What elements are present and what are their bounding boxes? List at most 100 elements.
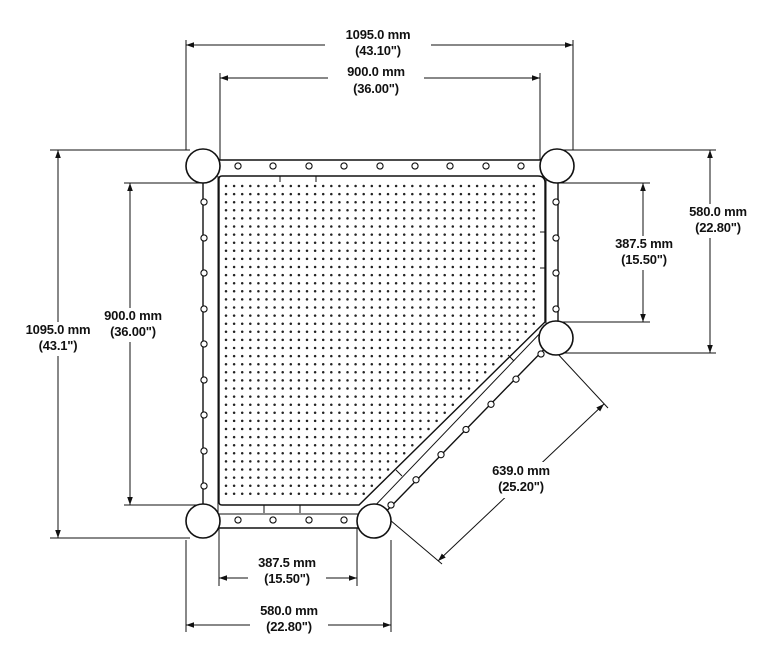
plate-hole	[257, 379, 260, 382]
plate-hole	[516, 265, 519, 269]
plate-hole	[354, 354, 357, 358]
plate-hole	[475, 192, 479, 196]
plate-hole	[249, 330, 252, 334]
plate-hole	[289, 484, 293, 487]
plate-hole	[273, 200, 276, 204]
plate-hole	[321, 395, 325, 398]
plate-hole	[516, 192, 519, 196]
plate-hole	[475, 281, 479, 285]
plate-hole	[273, 460, 276, 463]
plate-hole	[402, 379, 406, 382]
plate-hole	[297, 314, 301, 317]
plate-hole	[321, 322, 325, 325]
plate-hole	[232, 379, 236, 382]
plate-hole	[451, 314, 455, 317]
plate-hole	[362, 273, 365, 277]
plate-hole	[532, 192, 536, 196]
plate-hole	[297, 371, 301, 374]
plate-hole	[475, 217, 479, 220]
plate-hole	[362, 387, 365, 390]
plate-hole	[305, 403, 309, 406]
plate-hole	[273, 452, 276, 455]
plate-hole	[281, 217, 284, 220]
plate-hole	[305, 427, 309, 431]
plate-hole	[362, 265, 365, 269]
plate-hole	[402, 387, 406, 390]
plate-hole	[240, 290, 244, 293]
plate-hole	[475, 257, 479, 261]
plate-hole	[451, 354, 455, 358]
plate-hole	[305, 476, 309, 479]
plate-hole	[305, 411, 309, 415]
plate-hole	[232, 484, 236, 487]
plate-hole	[265, 411, 268, 415]
plate-hole	[508, 322, 511, 325]
plate-hole	[492, 217, 495, 220]
plate-hole	[289, 290, 293, 293]
plate-hole	[411, 306, 414, 309]
plate-hole	[386, 200, 390, 204]
plate-hole	[297, 338, 301, 342]
plate-hole	[378, 395, 382, 398]
plate-hole	[467, 257, 471, 261]
plate-hole	[249, 419, 252, 423]
plate-hole	[435, 387, 438, 390]
plate-hole	[321, 241, 325, 244]
plate-hole	[240, 322, 244, 325]
plate-hole	[427, 411, 430, 415]
plate-hole	[483, 217, 487, 220]
plate-hole	[532, 249, 536, 253]
plate-hole	[435, 322, 438, 325]
plate-hole	[402, 233, 406, 236]
plate-hole	[516, 330, 519, 334]
plate-hole	[249, 192, 252, 196]
plate-hole	[378, 371, 382, 374]
plate-hole	[362, 322, 365, 325]
plate-hole	[232, 371, 236, 374]
plate-hole	[249, 314, 252, 317]
plate-hole	[516, 217, 519, 220]
frame-hole	[411, 162, 419, 170]
plate-hole	[386, 435, 390, 439]
dim-top-inner-inch: (36.00")	[353, 81, 399, 96]
plate-hole	[330, 273, 333, 277]
plate-hole	[492, 192, 495, 196]
plate-hole	[313, 379, 317, 382]
plate-hole	[257, 209, 260, 212]
plate-hole	[459, 192, 463, 196]
plate-hole	[411, 443, 414, 447]
plate-hole	[370, 209, 374, 212]
plate-hole	[346, 354, 349, 358]
plate-hole	[427, 314, 430, 317]
plate-hole	[419, 249, 422, 253]
plate-hole	[443, 298, 446, 301]
plate-hole	[427, 200, 430, 204]
plate-hole	[249, 484, 252, 487]
plate-hole	[419, 298, 422, 301]
plate-hole	[281, 468, 284, 471]
plate-hole	[240, 298, 244, 301]
plate-hole	[419, 184, 422, 188]
plate-hole	[321, 306, 325, 309]
plate-hole	[289, 330, 293, 334]
plate-hole	[240, 435, 244, 439]
plate-hole	[338, 290, 341, 293]
plate-hole	[281, 362, 284, 366]
plate-hole	[467, 387, 471, 390]
plate-hole	[232, 281, 236, 285]
plate-hole	[289, 476, 293, 479]
frame-hole	[234, 516, 242, 524]
plate-hole	[249, 403, 252, 406]
plate-hole	[443, 338, 446, 342]
plate-hole	[467, 265, 471, 269]
plate-hole	[346, 225, 349, 228]
plate-hole	[475, 371, 479, 374]
plate-hole	[224, 427, 228, 431]
plate-hole	[305, 209, 309, 212]
plate-hole	[354, 257, 357, 261]
plate-hole	[370, 200, 374, 204]
plate-hole	[240, 257, 244, 261]
plate-hole	[394, 411, 398, 415]
plate-hole	[386, 346, 390, 350]
plate-hole	[297, 322, 301, 325]
